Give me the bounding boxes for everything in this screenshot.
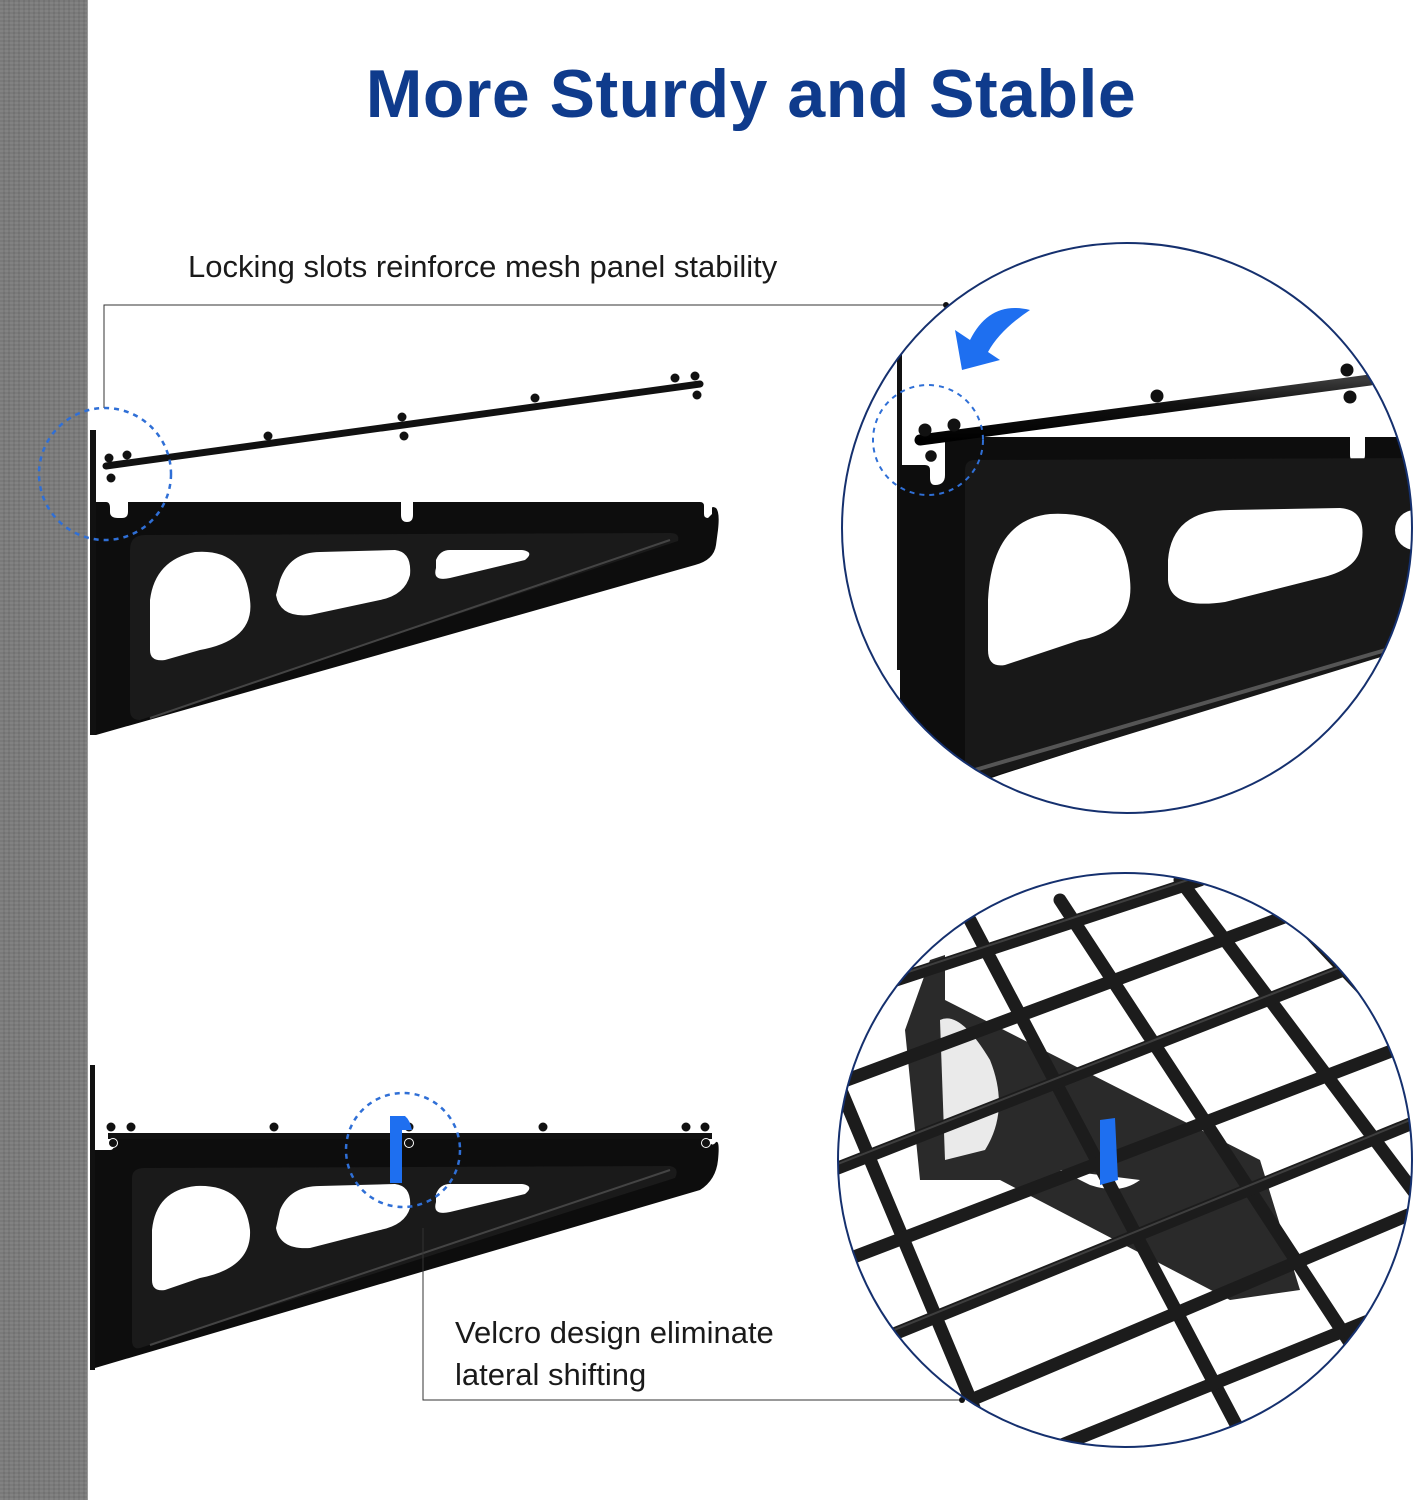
callout-velcro-line2: lateral shifting (455, 1357, 647, 1392)
zoom-circle-locking-slot (841, 242, 1413, 814)
leader-line-bottom (422, 1228, 962, 1401)
zoom-circle-velcro (837, 872, 1413, 1448)
page-title: More Sturdy and Stable (365, 56, 1137, 132)
curved-arrow-icon (955, 308, 1030, 370)
leader-line-top (103, 304, 946, 408)
highlight-circle-velcro (344, 1091, 462, 1209)
bracket-top (90, 371, 719, 735)
callout-locking-slots: Locking slots reinforce mesh panel stabi… (188, 249, 778, 284)
highlight-circle-locking-slot (37, 406, 173, 542)
callout-velcro-line1: Velcro design eliminate (455, 1315, 774, 1350)
callout-velcro: Velcro design eliminate lateral shifting (455, 1312, 774, 1396)
velcro-strap-icon (390, 1116, 412, 1183)
wall-background (0, 0, 88, 1500)
bracket-bottom (90, 1065, 719, 1370)
